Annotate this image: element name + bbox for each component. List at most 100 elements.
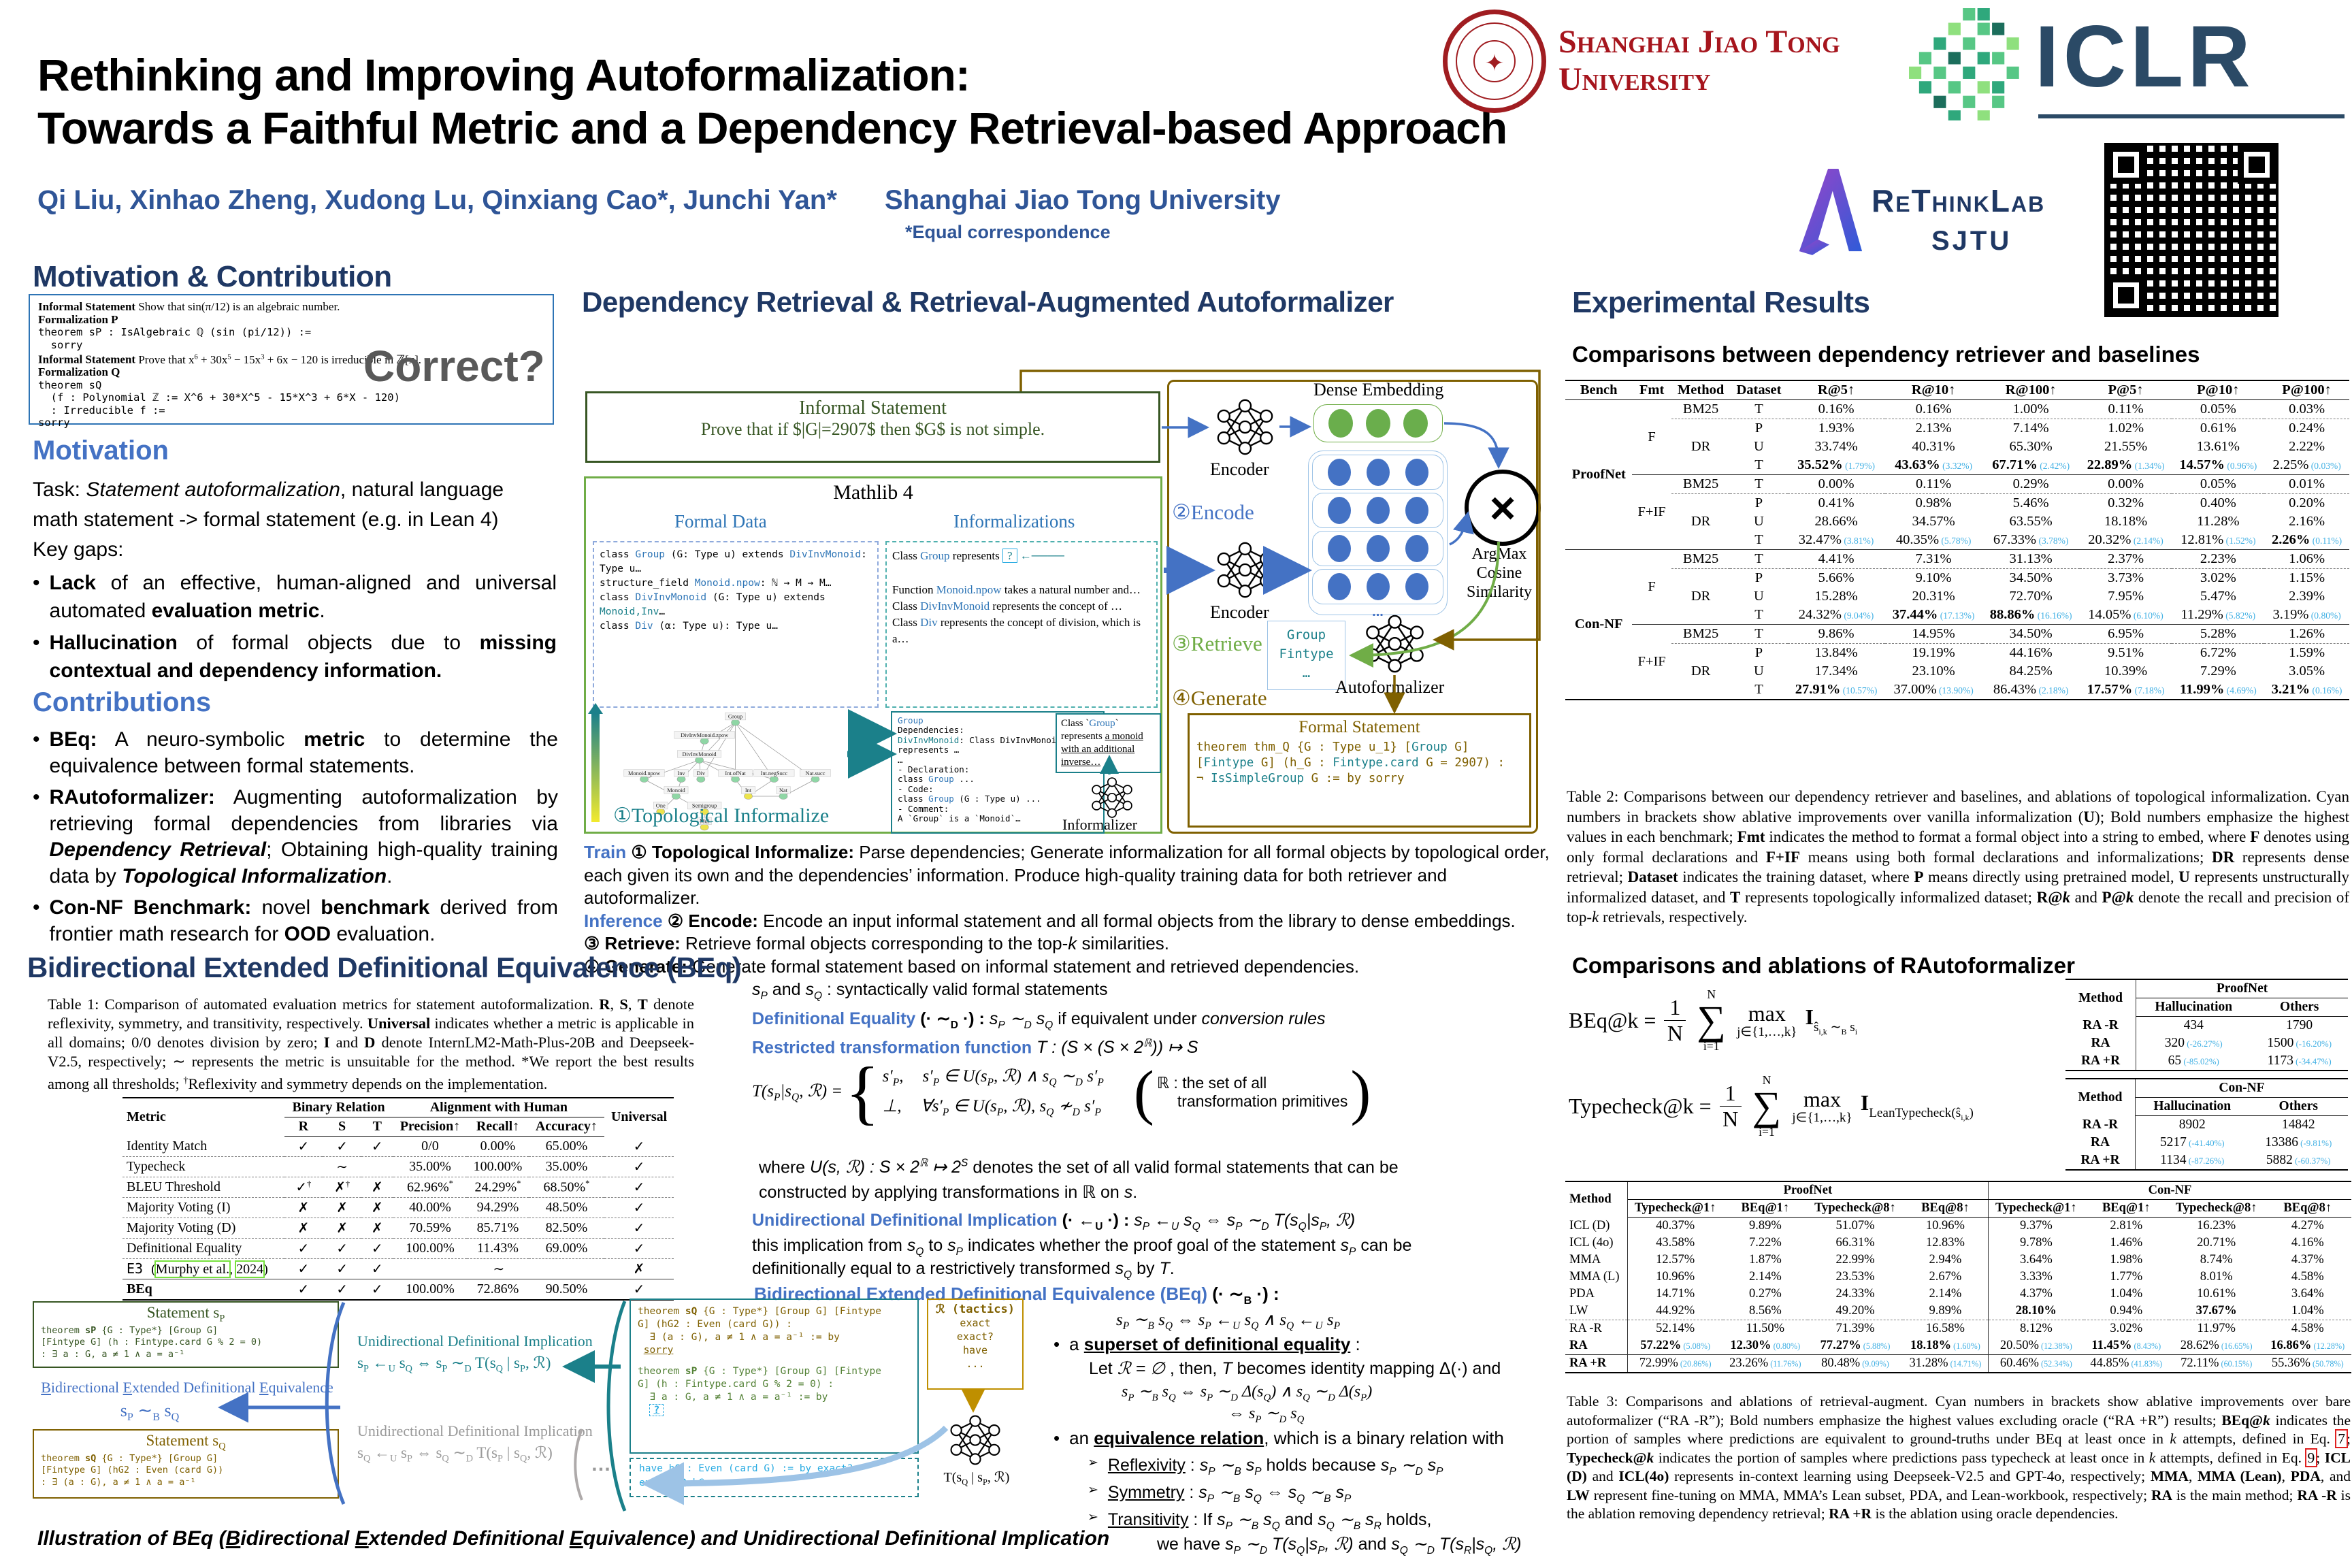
table-cell: 44.16% — [1982, 643, 2080, 662]
table-cell: Metric — [127, 1109, 166, 1125]
table-cell: ICL (4o) — [1565, 1235, 1628, 1252]
text-segment: takes a natural number and… — [1001, 583, 1141, 596]
table-cell: ✓ — [284, 1238, 323, 1259]
text-segment: RA -R — [2297, 1486, 2337, 1503]
text-segment: k — [1068, 933, 1077, 953]
table-cell: 0.03% — [2289, 402, 2325, 416]
text-segment: , which is a binary relation with — [1264, 1428, 1504, 1448]
fraction-denominator: N — [1722, 1107, 1739, 1132]
table2-caption: Table 2: Comparisons between our depende… — [1567, 787, 2349, 928]
table-cell: 40.35% (5.78%) — [1895, 532, 1972, 547]
text-segment: BEq: — [49, 728, 97, 751]
citation-link[interactable]: DivInvMonoid — [920, 600, 990, 612]
text-segment: missing contextual and dependency inform… — [49, 632, 557, 682]
text-segment: , — [229, 1262, 237, 1277]
citation-link[interactable]: Group — [635, 549, 666, 560]
argmax-cosine-similarity-label: ArgMax Cosine Similarity — [1448, 544, 1550, 602]
table-cell: 11.97% — [2168, 1320, 2264, 1337]
table-cell: 3.64% — [2019, 1253, 2053, 1267]
text-segment: sQ — [674, 1477, 687, 1488]
text-segment: Train — [584, 842, 632, 862]
citation-link[interactable]: Monoid.npow — [694, 578, 760, 589]
superset-text: a superset of definitional equality : — [1069, 1334, 1360, 1355]
text-segment: sQ ∼D T(sR|sQ, ℛ) — [1391, 1535, 1522, 1556]
table-cell: ICL (D) — [1565, 1217, 1628, 1235]
text-segment: attempts, defined in Eq. — [2176, 1431, 2337, 1447]
citation-link[interactable]: Div — [920, 616, 938, 629]
svg-text:DivInvMonoid.zpow: DivInvMonoid.zpow — [681, 732, 728, 738]
table-cell: 16.86% (12.28%) — [2270, 1339, 2345, 1352]
rethinklab-sjtu: SJTU — [1931, 226, 2012, 256]
eq-ref-link[interactable]: 7 — [2335, 1429, 2348, 1448]
table-cell: 12.83% — [1902, 1235, 1989, 1252]
table1-caption: Table 1: Comparison of automated evaluat… — [48, 995, 694, 1094]
text-segment: sQ ∼B sR — [1318, 1510, 1382, 1532]
text-segment: Dependencies: — [898, 725, 964, 736]
text-segment: . — [387, 864, 393, 887]
text-segment: , and — [2320, 1468, 2351, 1484]
authors: Qi Liu, Xinhao Zheng, Xudong Lu, Qinxian… — [37, 185, 837, 215]
text-segment: ③ — [584, 933, 605, 953]
sjtu-wordmark-line2: University — [1558, 61, 1711, 98]
table-cell: BEq@1↑ — [1722, 1199, 1808, 1218]
citation-link[interactable]: Group — [928, 774, 954, 785]
citation-link[interactable]: Group — [920, 549, 950, 562]
sum-lower: i=1 — [1703, 1039, 1720, 1054]
text-segment: sorry — [643, 1345, 674, 1356]
text-segment: of an effective, human-aligned and unive… — [49, 572, 557, 622]
citation-link[interactable]: Monoid.npow — [936, 583, 1002, 596]
text-segment: MMA — [2150, 1468, 2189, 1484]
table-cell: F+IF — [1632, 474, 1671, 550]
text-segment: definitionally equal to a restrictively … — [752, 1259, 1115, 1278]
table-cell: 20.50% (12.38%) — [1999, 1339, 2072, 1352]
table-cell: 20.32% (2.14%) — [2088, 532, 2163, 547]
citation-link[interactable]: Div — [635, 621, 653, 632]
table-cell: 1134 (-87.26%) — [2160, 1153, 2225, 1167]
text-segment: G := by sorry — [1304, 772, 1405, 785]
citation-link[interactable]: DivInvMonoid — [789, 549, 862, 560]
table-cell: 18.18% — [2104, 514, 2148, 529]
equivalence-relation-text: an equivalence relation, which is a bina… — [1069, 1428, 1504, 1449]
citation-link[interactable]: 2024 — [235, 1260, 265, 1278]
table-cell: 86.43% (2.18%) — [1993, 682, 2069, 697]
table-cell: ✓ — [336, 1139, 348, 1154]
citation-link[interactable]: Murphy et al. — [154, 1260, 231, 1278]
citation-link[interactable]: Group — [928, 794, 954, 804]
table-cell: 100.00% — [393, 1238, 468, 1259]
table-cell: R@5↑ — [1787, 380, 1885, 400]
table-cell: T — [1754, 532, 1763, 547]
citation-link[interactable]: Group — [898, 715, 924, 725]
table-cell: 32.47% (3.81%) — [1798, 532, 1874, 547]
text-segment: xtended Definitional — [132, 1379, 260, 1396]
table-cell: 3.02% — [2083, 1320, 2169, 1337]
table-cell: ProofNet — [1571, 467, 1626, 482]
citation-link[interactable]: DivInvMonoid — [635, 592, 707, 603]
table-cell: 8.12% — [1988, 1320, 2084, 1337]
text-segment: indicates the portion of samples where p… — [1654, 1449, 2149, 1466]
text-segment: ); Bold numbers emphasize the highest va… — [1567, 808, 2349, 846]
informalizer-network-icon — [1091, 777, 1133, 819]
table-cell: P — [1730, 493, 1788, 512]
table-cell: Con-NF — [2135, 1079, 2348, 1098]
table-cell: 1.59% — [2264, 643, 2349, 662]
text-segment: : — [1185, 1456, 1200, 1475]
autoformalizer-network-icon — [1362, 614, 1427, 674]
text-segment: T : (S × (S × 2ℝ)) ↦ S — [1036, 1038, 1198, 1058]
table-cell: ✓ — [297, 1139, 310, 1154]
table-cell: ∼ — [323, 1156, 361, 1177]
table-cell: Con-NF — [1988, 1181, 2351, 1200]
citation-link[interactable]: Group — [1089, 718, 1115, 729]
text-segment: denote the recall and precision of top- — [1567, 888, 2349, 926]
step3-retrieve-label: ③Retrieve — [1172, 632, 1262, 655]
text-segment: represents in-context learning using Dee… — [1669, 1468, 2151, 1484]
text-segment: … class — [600, 606, 666, 632]
eq-ref-link[interactable]: 9 — [2304, 1448, 2318, 1467]
key-gap-item: •Hallucination of formal objects due to … — [33, 629, 557, 685]
text-segment: Table 3: Comparisons and ablations of re… — [1567, 1393, 2351, 1428]
text-segment: , — [610, 996, 620, 1013]
